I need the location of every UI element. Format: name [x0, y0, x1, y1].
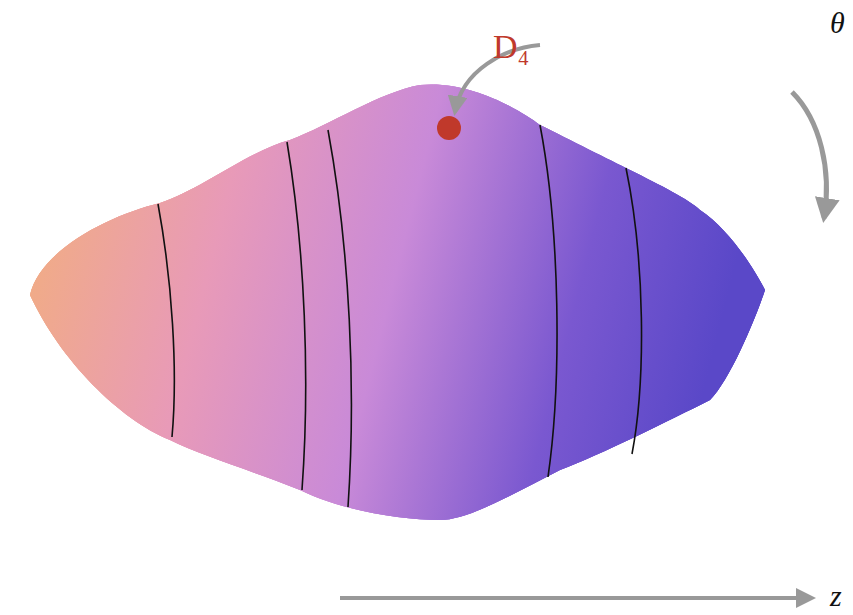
z-arrow: [340, 596, 812, 600]
surface-body: [30, 84, 765, 520]
theta-arrow: [792, 92, 826, 218]
axis-label: θ: [830, 8, 845, 38]
point-label: D₄: [493, 30, 529, 64]
axis-label: z: [830, 581, 842, 611]
ring-lines: [158, 125, 642, 507]
d4-point: [437, 116, 461, 140]
